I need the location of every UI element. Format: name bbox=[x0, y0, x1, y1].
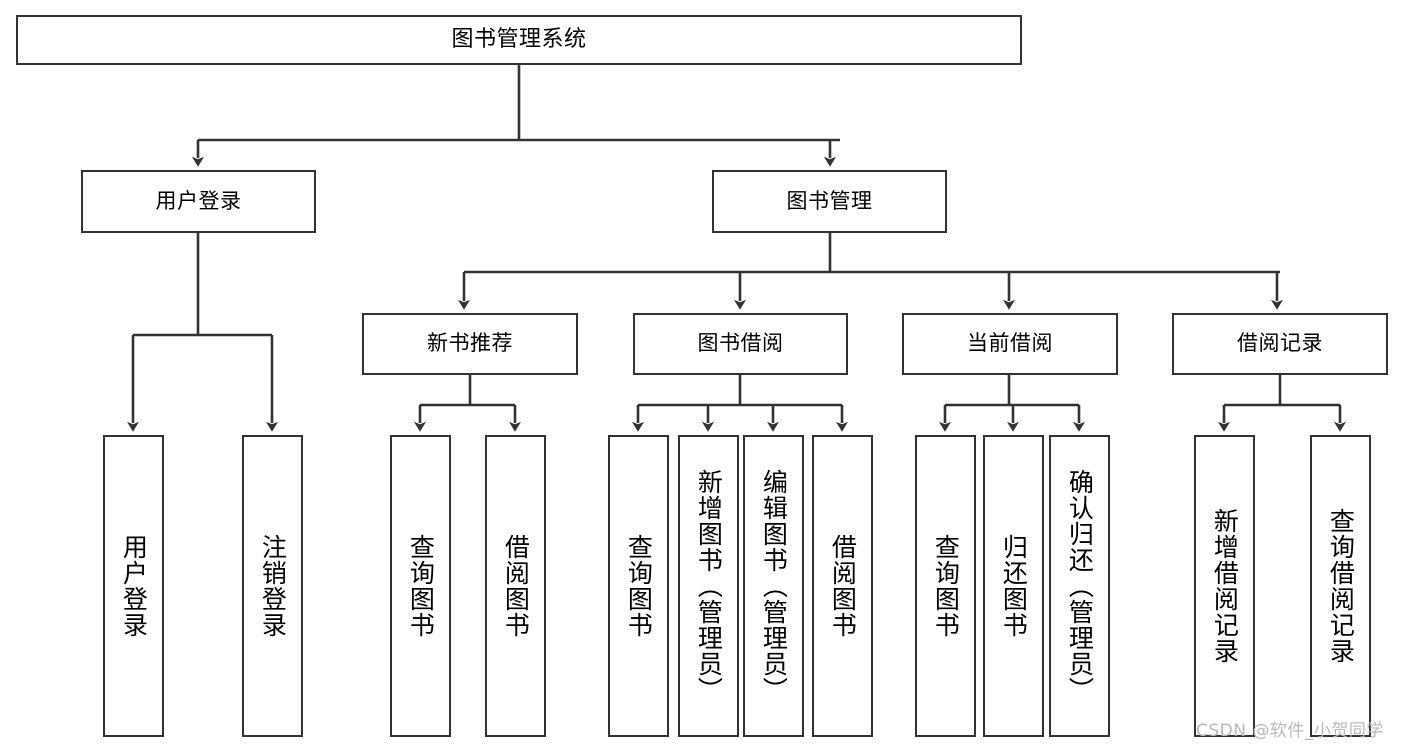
node-leaf-query-book-current[interactable]: 查询图书 bbox=[915, 435, 976, 737]
node-label: 归还图书 bbox=[999, 534, 1029, 638]
node-leaf-logout-login[interactable]: 注销登录 bbox=[242, 435, 303, 737]
node-leaf-edit-book-admin[interactable]: 编辑图书（管理员） bbox=[743, 435, 804, 737]
node-user-login[interactable]: 用户登录 bbox=[81, 170, 316, 233]
node-label: 借阅记录 bbox=[1237, 331, 1323, 356]
node-leaf-query-book-borrow[interactable]: 查询图书 bbox=[608, 435, 669, 737]
node-label: 新增图书（管理员） bbox=[694, 469, 724, 703]
node-label: 确认归还（管理员） bbox=[1065, 469, 1095, 703]
node-leaf-confirm-return-admin[interactable]: 确认归还（管理员） bbox=[1049, 435, 1110, 737]
node-label: 查询图书 bbox=[931, 534, 961, 638]
node-label: 图书管理 bbox=[786, 188, 873, 213]
node-label: 查询图书 bbox=[624, 534, 654, 638]
node-leaf-user-login[interactable]: 用户登录 bbox=[103, 435, 164, 737]
node-label: 新增借阅记录 bbox=[1210, 508, 1240, 664]
node-book-management[interactable]: 图书管理 bbox=[712, 170, 947, 233]
node-label: 图书管理系统 bbox=[451, 26, 587, 52]
node-label: 当前借阅 bbox=[967, 331, 1053, 356]
node-leaf-return-book[interactable]: 归还图书 bbox=[983, 435, 1044, 737]
node-label: 查询借阅记录 bbox=[1326, 508, 1356, 664]
node-label: 借阅图书 bbox=[828, 534, 858, 638]
node-label: 图书借阅 bbox=[697, 331, 784, 356]
node-label: 用户登录 bbox=[155, 188, 242, 213]
node-new-book-recommend[interactable]: 新书推荐 bbox=[362, 313, 578, 375]
node-leaf-borrow-book-recommend[interactable]: 借阅图书 bbox=[485, 435, 546, 737]
node-leaf-add-borrow-record[interactable]: 新增借阅记录 bbox=[1194, 435, 1255, 737]
node-borrow-record[interactable]: 借阅记录 bbox=[1172, 313, 1388, 375]
node-label: 借阅图书 bbox=[501, 534, 531, 638]
node-label: 注销登录 bbox=[258, 534, 288, 638]
node-label: 查询图书 bbox=[406, 534, 436, 638]
node-leaf-borrow-book-borrow[interactable]: 借阅图书 bbox=[812, 435, 873, 737]
node-leaf-add-book-admin[interactable]: 新增图书（管理员） bbox=[678, 435, 739, 737]
node-leaf-query-borrow-record[interactable]: 查询借阅记录 bbox=[1310, 435, 1371, 737]
csdn-watermark: CSDN @软件_小贺同学 bbox=[1196, 721, 1384, 741]
node-label: 用户登录 bbox=[119, 534, 149, 638]
node-book-borrow[interactable]: 图书借阅 bbox=[633, 313, 848, 375]
node-label: 编辑图书（管理员） bbox=[759, 469, 789, 703]
node-label: 新书推荐 bbox=[427, 331, 513, 356]
node-root-book-management-system[interactable]: 图书管理系统 bbox=[16, 15, 1022, 65]
node-current-borrow[interactable]: 当前借阅 bbox=[902, 313, 1118, 375]
node-leaf-query-book-recommend[interactable]: 查询图书 bbox=[390, 435, 451, 737]
